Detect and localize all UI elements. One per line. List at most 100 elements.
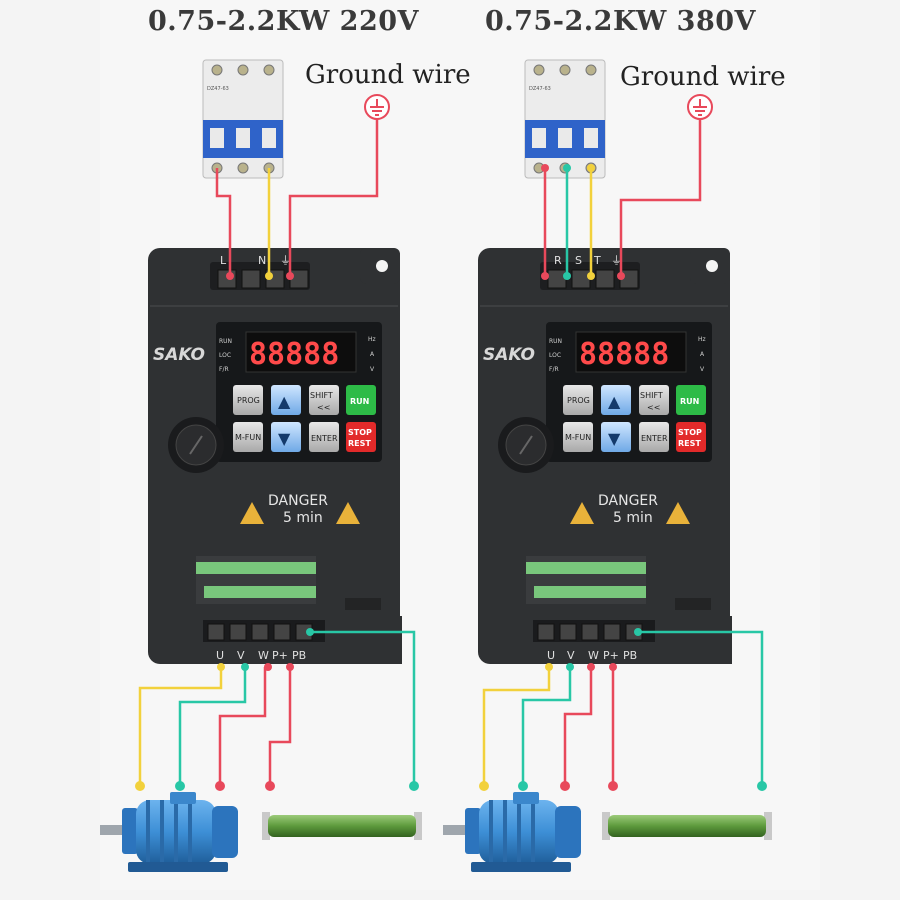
svg-text:M-FUN: M-FUN (235, 433, 261, 442)
ground-wire-label-220v: Ground wire (305, 60, 471, 90)
ground-symbol-220v (364, 94, 390, 120)
ground-wire-label-380v: Ground wire (620, 62, 786, 92)
potentiometer-knob-380v[interactable] (498, 417, 554, 473)
led-display-380v: 88888 (579, 337, 669, 372)
prog-key-380v[interactable]: PROG (563, 385, 593, 415)
braking-resistor-220v (262, 812, 422, 840)
wire-pplus-220v (268, 667, 292, 784)
run-key-220v[interactable]: RUN (346, 385, 376, 415)
svg-text:SHIFT: SHIFT (310, 391, 333, 400)
svg-text:RUN: RUN (680, 397, 699, 406)
output-terminal-v-380v: V (567, 649, 575, 662)
input-terminal-t-380v: T (593, 254, 601, 267)
enter-key-220v[interactable]: ENTER (309, 422, 339, 452)
led-fr-220v: F/R (219, 366, 229, 373)
svg-text:▼: ▼ (278, 429, 291, 448)
wire-w-220v (218, 667, 267, 784)
danger-warning-220v: DANGER 5 min (240, 493, 360, 526)
wire-u-220v (138, 667, 223, 784)
svg-text:ENTER: ENTER (311, 434, 338, 443)
svg-text:STOP: STOP (348, 428, 372, 437)
svg-text:▲: ▲ (278, 392, 291, 411)
ground-symbol-380v (687, 94, 713, 120)
wire-w-380v (563, 667, 593, 784)
svg-text:PROG: PROG (567, 396, 590, 405)
wire-pe-220v (288, 119, 379, 276)
input-terminal-l-220v: L (220, 254, 227, 267)
input-terminal-pe-380v: ⏚ (611, 254, 622, 267)
wire-pe-380v (619, 119, 702, 276)
svg-text:M-FUN: M-FUN (565, 433, 591, 442)
up-key-220v[interactable]: ▲ (271, 385, 301, 415)
led-hz-380v: Hz (698, 336, 706, 343)
input-terminal-r-380v: R (554, 254, 562, 267)
down-key-220v[interactable]: ▼ (271, 422, 301, 452)
braking-resistor-380v (602, 812, 772, 840)
inverter-220v: L N ⏚ SAKO 88888 RUN LOC F/R Hz A V PROG (148, 248, 402, 664)
stop-key-220v[interactable]: STOP REST (346, 422, 376, 452)
stop-key-380v[interactable]: STOP REST (676, 422, 706, 452)
output-terminal-pb-220v: PB (292, 649, 306, 662)
output-terminal-pb-380v: PB (623, 649, 637, 662)
wire-v-380v (521, 667, 572, 784)
control-terminal-block-380v (526, 556, 646, 604)
shift-key-220v[interactable]: SHIFT << (309, 385, 339, 415)
led-a-380v: A (700, 351, 705, 358)
up-key-380v[interactable]: ▲ (601, 385, 631, 415)
motor-380v (443, 792, 581, 872)
svg-text:<<: << (647, 403, 660, 412)
svg-text:ENTER: ENTER (641, 434, 668, 443)
svg-text:STOP: STOP (678, 428, 702, 437)
svg-text:▼: ▼ (608, 429, 621, 448)
svg-text:REST: REST (348, 439, 371, 448)
potentiometer-knob-220v[interactable] (168, 417, 224, 473)
run-key-380v[interactable]: RUN (676, 385, 706, 415)
led-display-220v: 88888 (249, 337, 339, 372)
led-a-220v: A (370, 351, 375, 358)
wire-pb-220v (310, 630, 416, 784)
wire-v-220v (178, 667, 247, 784)
led-v-220v: V (370, 366, 375, 373)
output-terminal-u-220v: U (216, 649, 224, 662)
wire-pb-380v (638, 630, 764, 784)
svg-text:<<: << (317, 403, 330, 412)
output-terminal-u-380v: U (547, 649, 555, 662)
input-terminal-pe-220v: ⏚ (280, 254, 291, 267)
svg-text:PROG: PROG (237, 396, 260, 405)
down-key-380v[interactable]: ▼ (601, 422, 631, 452)
svg-text:REST: REST (678, 439, 701, 448)
diagram-220v: DZ47-63 L N ⏚ (100, 59, 422, 872)
output-terminal-v-220v: V (237, 649, 245, 662)
wire-l-220v (215, 168, 232, 276)
led-loc-220v: LOC (219, 352, 231, 359)
output-terminal-pplus-380v: P+ (603, 649, 619, 662)
led-v-380v: V (700, 366, 705, 373)
mfun-key-220v[interactable]: M-FUN (233, 422, 263, 452)
enter-key-380v[interactable]: ENTER (639, 422, 669, 452)
input-terminal-n-220v: N (258, 254, 266, 267)
brand-logo-380v: SAKO (483, 345, 535, 365)
inverter-380v: R S T ⏚ SAKO 88888 RUN LOC F/R Hz A V PR… (478, 248, 732, 664)
shift-key-380v[interactable]: SHIFT << (639, 385, 669, 415)
svg-text:5 min: 5 min (613, 510, 653, 526)
mfun-key-380v[interactable]: M-FUN (563, 422, 593, 452)
svg-text:DANGER: DANGER (598, 493, 658, 509)
circuit-breaker-380v: DZ47-63 (524, 59, 606, 179)
output-terminal-w-380v: W (588, 649, 599, 662)
diagram-380v: DZ47-63 R S T ⏚ (443, 59, 772, 872)
motor-220v (100, 792, 238, 872)
svg-text:▲: ▲ (608, 392, 621, 411)
wire-u-380v (482, 667, 551, 784)
circuit-breaker-220v: DZ47-63 (202, 59, 284, 179)
svg-text:DANGER: DANGER (268, 493, 328, 509)
prog-key-220v[interactable]: PROG (233, 385, 263, 415)
output-terminal-pplus-220v: P+ (272, 649, 288, 662)
led-fr-380v: F/R (549, 366, 559, 373)
led-loc-380v: LOC (549, 352, 561, 359)
title-220v: 0.75-2.2KW 220V (148, 6, 419, 37)
breaker-model-220v: DZ47-63 (207, 86, 229, 92)
breaker-model-380v: DZ47-63 (529, 86, 551, 92)
danger-warning-380v: DANGER 5 min (570, 493, 690, 526)
